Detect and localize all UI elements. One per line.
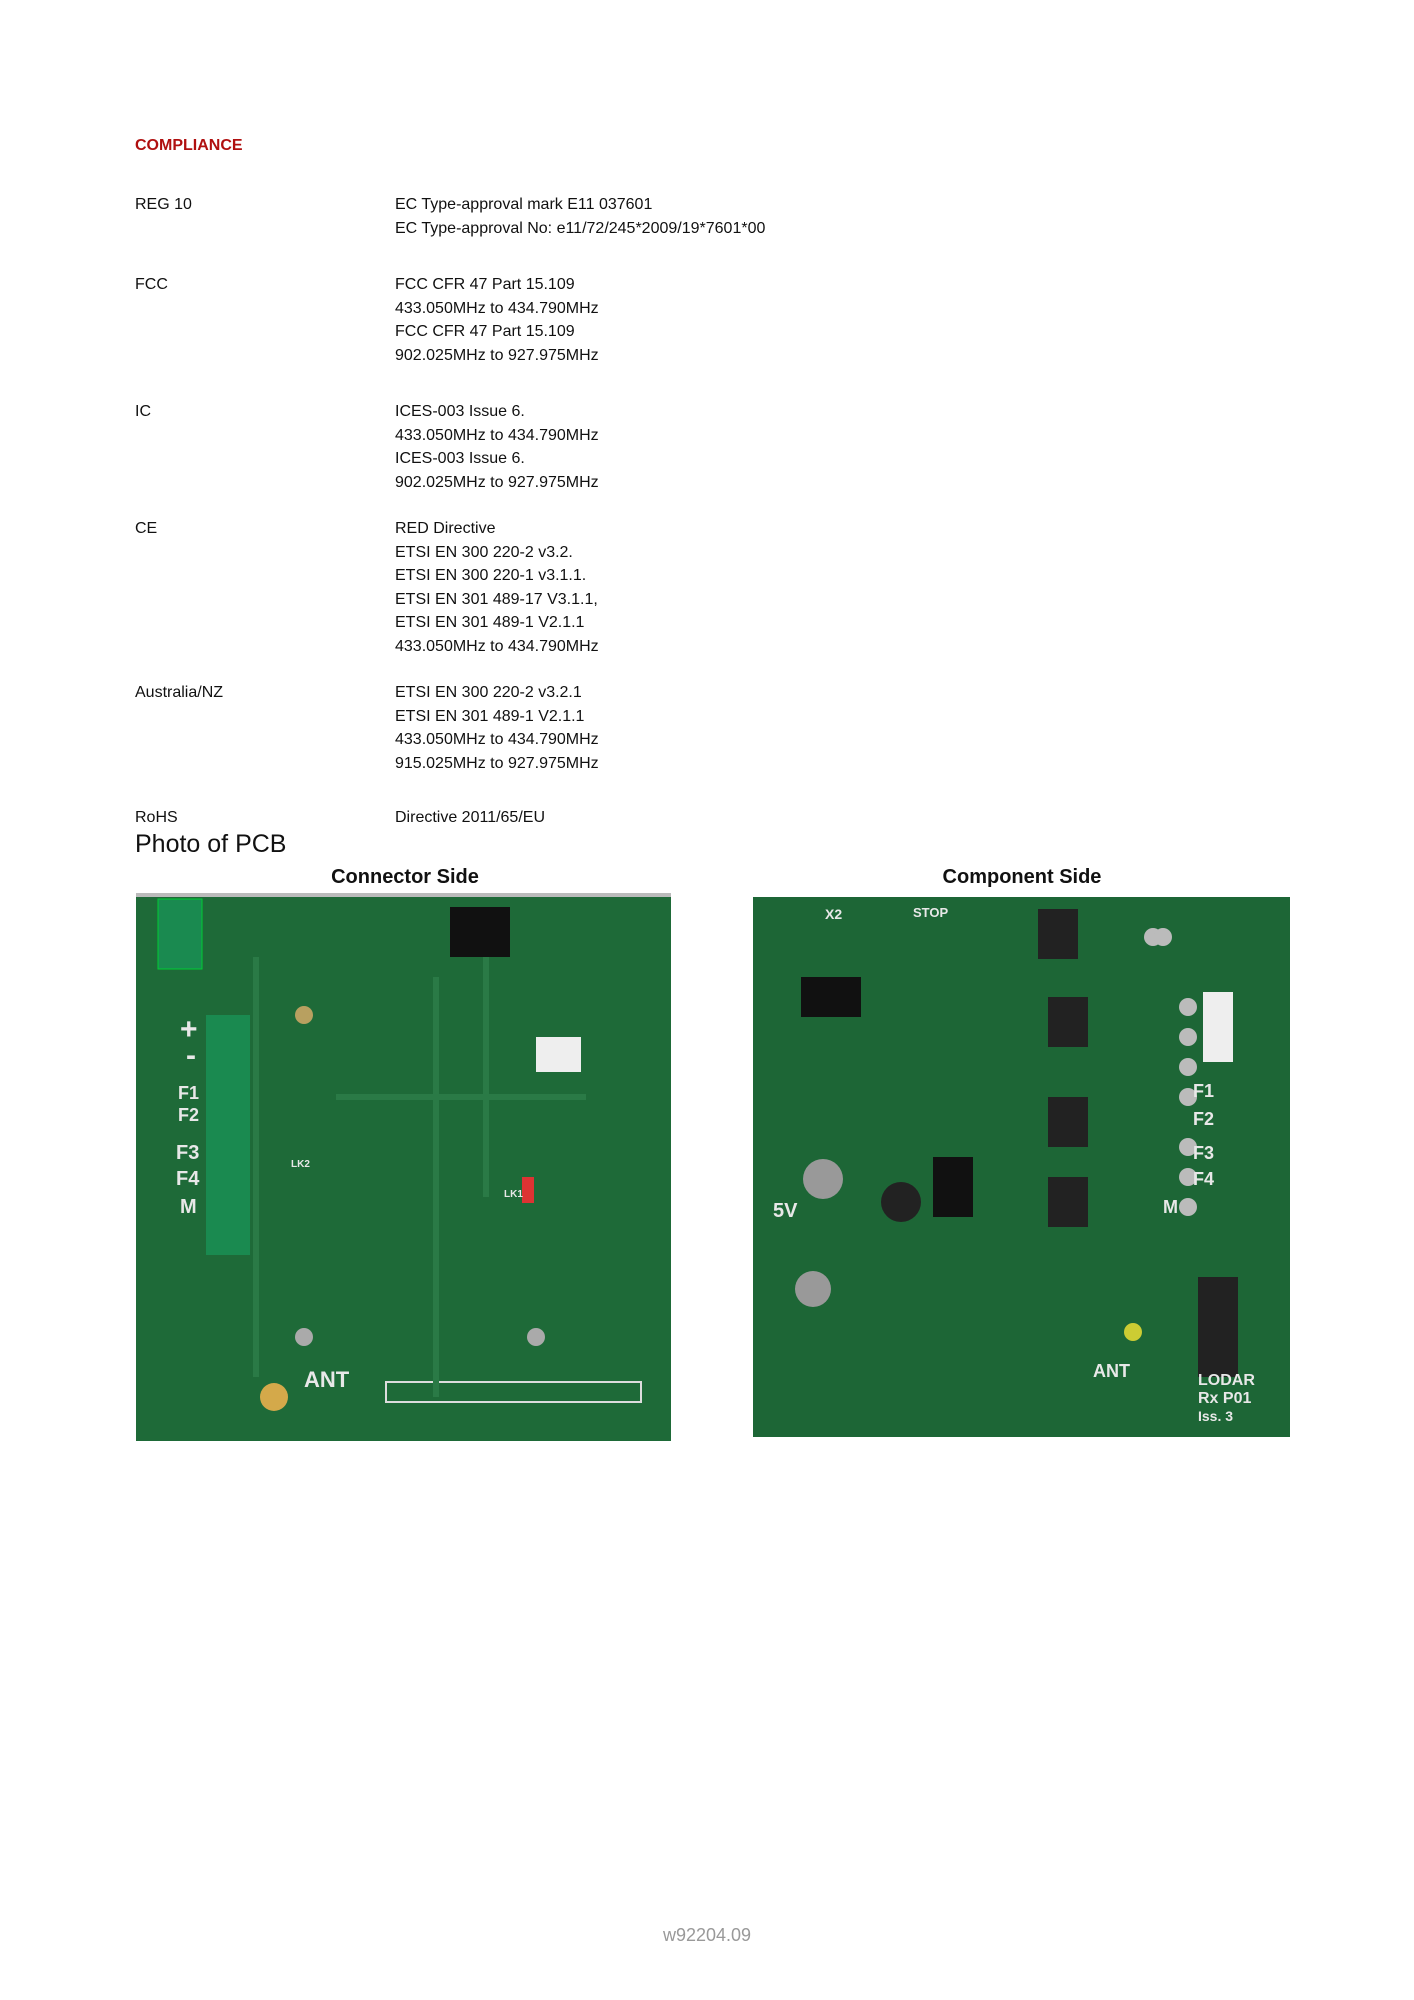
connector-side-caption: Connector Side [331, 866, 479, 888]
pcb-label: + [180, 1013, 198, 1046]
pcb-label: ANT [304, 1367, 350, 1392]
compliance-label: CE [135, 520, 158, 537]
compliance-label: IC [135, 403, 151, 420]
compliance-value: 433.050MHz to 434.790MHz [395, 637, 599, 655]
compliance-value: 433.050MHz to 434.790MHz [395, 299, 599, 317]
compliance-value: ICES-003 Issue 6. [395, 403, 525, 420]
pcb-label: 5V [773, 1200, 798, 1222]
pcb-label: F4 [1193, 1169, 1214, 1189]
pcb-label: Iss. 3 [1198, 1408, 1233, 1424]
compliance-values: EC Type-approval mark E11 037601 EC Type-… [395, 193, 765, 240]
pcb-label: F3 [176, 1142, 199, 1164]
compliance-value: ICES-003 Issue 6. [395, 450, 525, 467]
compliance-label: FCC [135, 276, 168, 293]
compliance-value: FCC CFR 47 Part 15.109 [395, 276, 575, 293]
photo-title: Photo of PCB [135, 830, 287, 858]
compliance-values: Directive 2011/65/EU [395, 806, 545, 830]
compliance-value: ETSI EN 300 220-1 v3.1.1. [395, 567, 587, 584]
compliance-value: RED Directive [395, 520, 496, 537]
pcb-label: LK2 [291, 1159, 310, 1170]
pcb-label: ANT [1093, 1361, 1130, 1381]
compliance-value: Directive 2011/65/EU [395, 809, 545, 826]
pcb-label: F2 [178, 1105, 199, 1125]
pcb-label: Rx P01 [1198, 1390, 1251, 1407]
compliance-values: ICES-003 Issue 6. 433.050MHz to 434.790MH… [395, 400, 599, 494]
compliance-value: EC Type-approval mark E11 037601 [395, 196, 653, 213]
compliance-value: 915.025MHz to 927.975MHz [395, 754, 599, 772]
pcb-label: STOP [913, 905, 948, 920]
pcb-label: F3 [1193, 1143, 1214, 1163]
section-heading: COMPLIANCE [135, 137, 243, 154]
compliance-value: ETSI EN 301 489-1 V2.1.1 [395, 707, 585, 725]
compliance-label: REG 10 [135, 196, 192, 213]
compliance-label: Australia/NZ [135, 684, 224, 701]
compliance-value: ETSI EN 301 489-1 V2.1.1 [395, 614, 585, 631]
compliance-value: 902.025MHz to 927.975MHz [395, 473, 599, 491]
compliance-value: 902.025MHz to 927.975MHz [395, 346, 599, 364]
compliance-value: ETSI EN 300 220-2 v3.2. [395, 543, 573, 561]
pcb-label: LODAR [1198, 1372, 1255, 1389]
pcb-label: F1 [178, 1083, 199, 1103]
compliance-value: 433.050MHz to 434.790MHz [395, 731, 599, 748]
pcb-label: F1 [1193, 1081, 1214, 1101]
pcb-label: M [1163, 1197, 1178, 1217]
compliance-value: EC Type-approval No: e11/72/245*2009/19*… [395, 219, 766, 237]
compliance-value: 433.050MHz to 434.790MHz [395, 426, 599, 444]
pcb-label: - [186, 1039, 196, 1072]
compliance-values: FCC CFR 47 Part 15.109 433.050MHz to 434.… [395, 273, 599, 367]
compliance-value: ETSI EN 301 489-17 V3.1.1, [395, 590, 598, 608]
compliance-label: RoHS [135, 809, 178, 826]
pcb-label: X2 [825, 906, 842, 922]
pcb-label: F4 [176, 1168, 200, 1190]
document-reference: w92204.09 [662, 1925, 752, 1945]
component-side-caption: Component Side [942, 866, 1102, 888]
pcb-label: F2 [1193, 1109, 1214, 1129]
pcb-label: M [180, 1196, 197, 1218]
compliance-value: FCC CFR 47 Part 15.109 [395, 323, 575, 340]
compliance-value: ETSI EN 300 220-2 v3.2.1 [395, 684, 582, 701]
pcb-label: LK1 [504, 1189, 523, 1200]
